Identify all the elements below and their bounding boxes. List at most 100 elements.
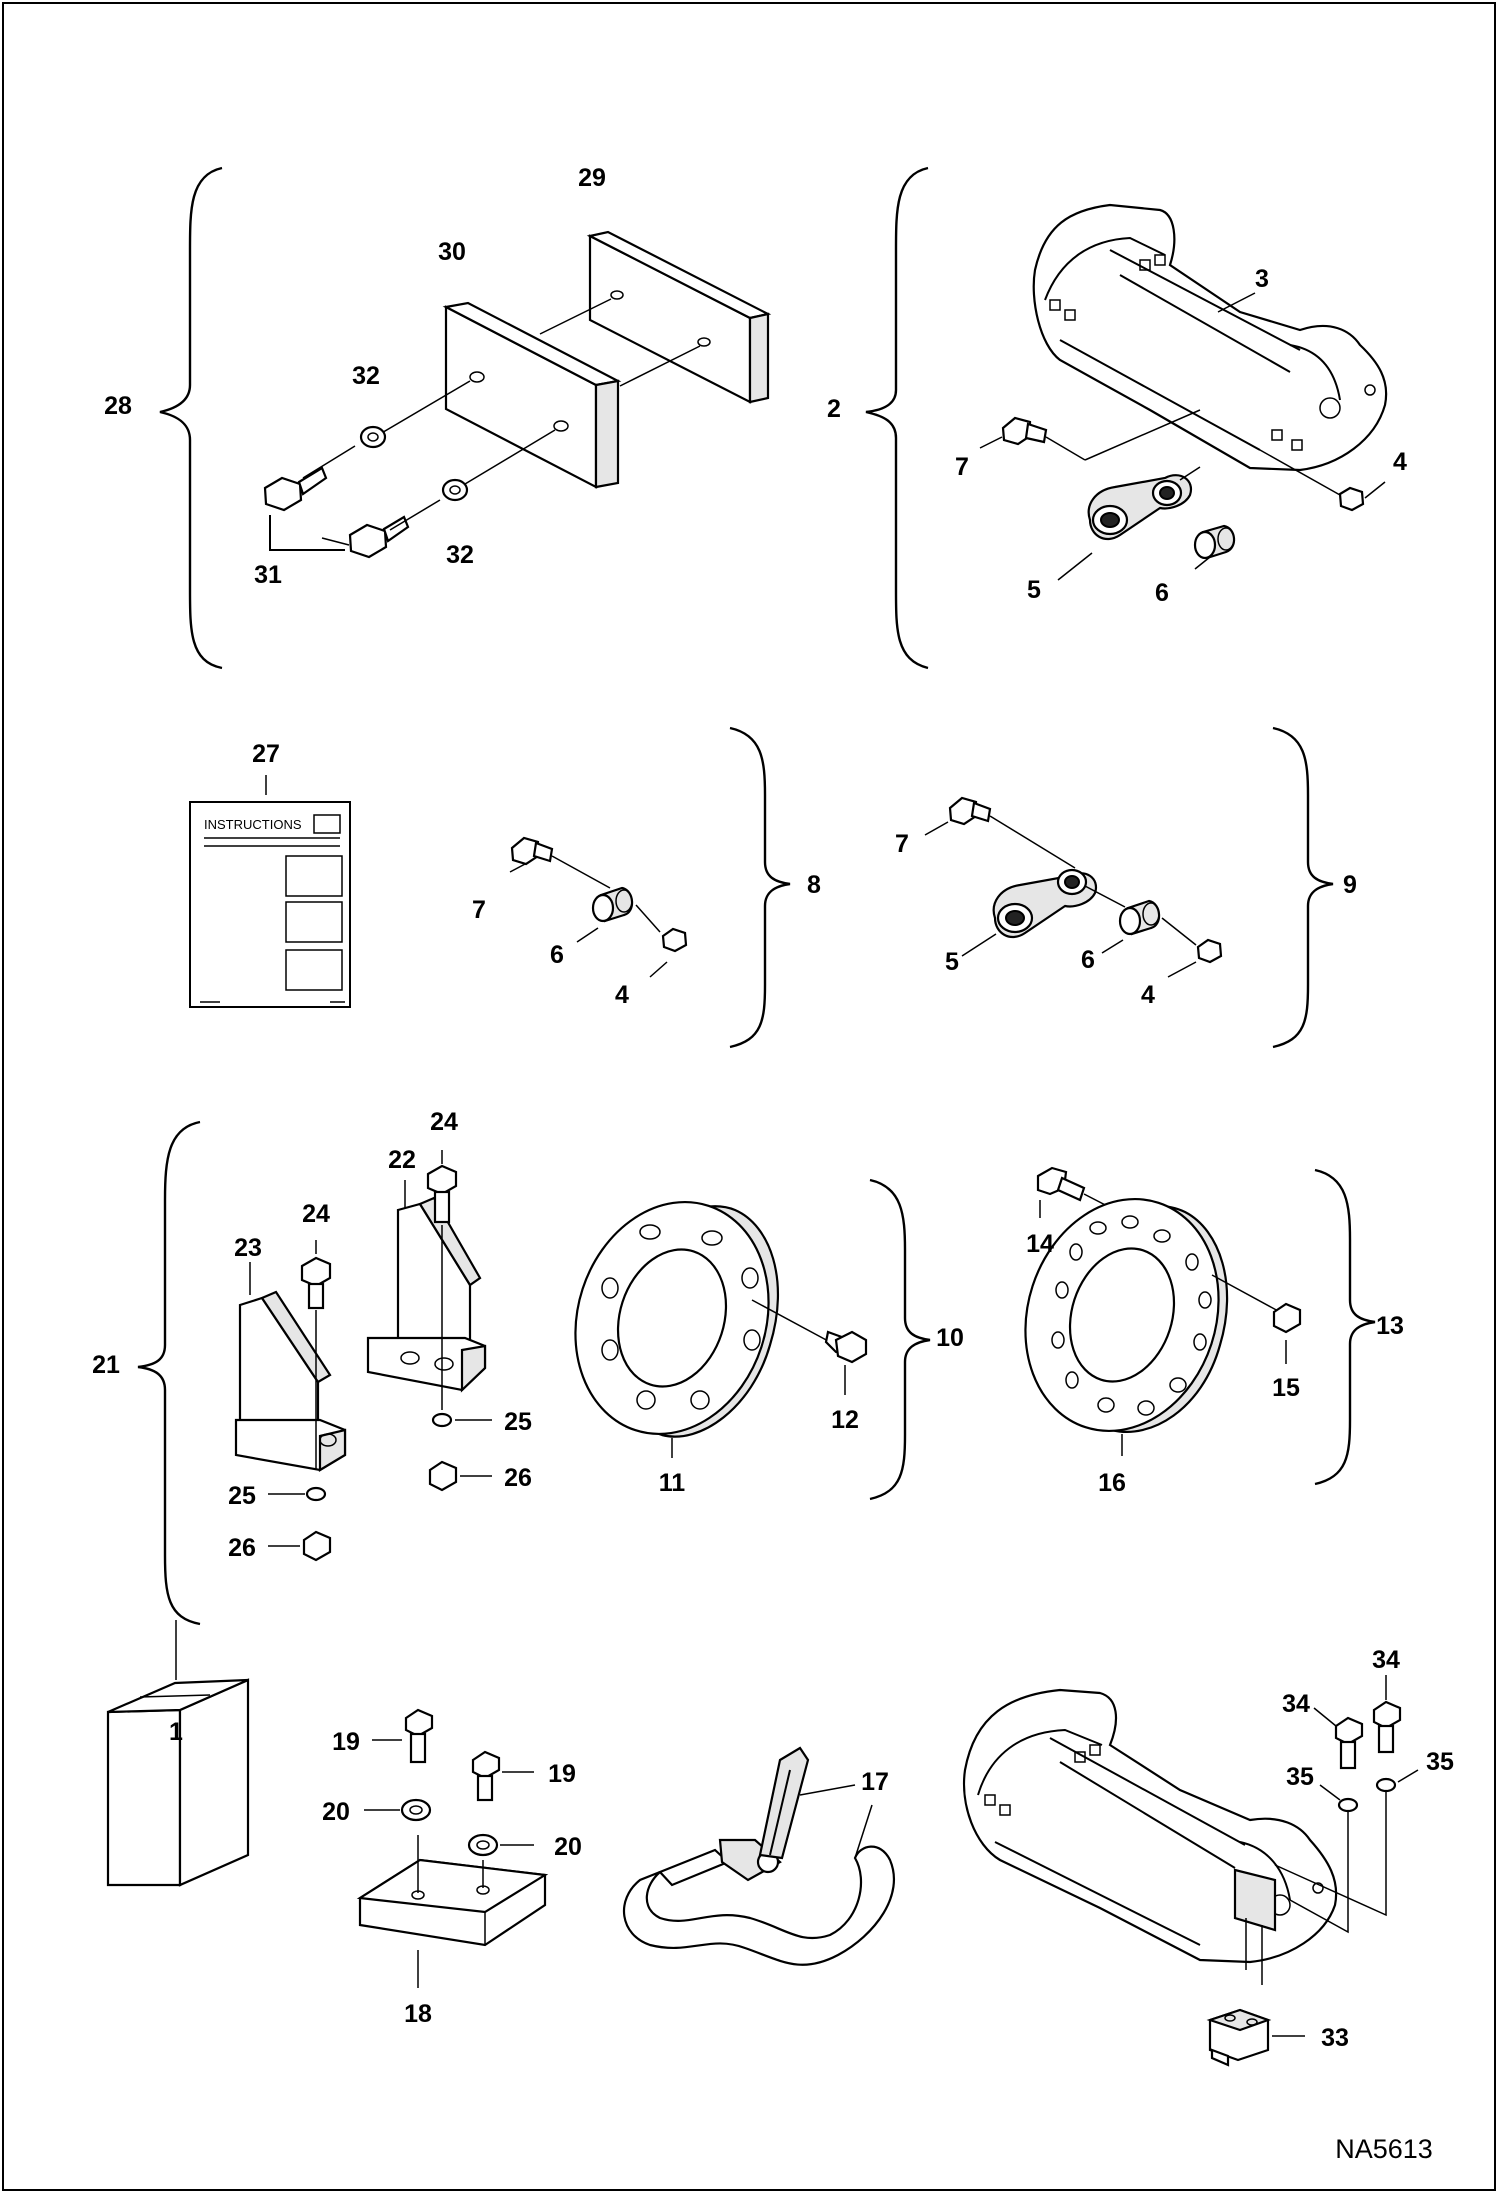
mount-frame-3 [1032,203,1388,472]
callout-3: 3 [1255,265,1269,293]
group-8-pin-kit [509,726,791,1049]
callout-26: 26 [504,1464,532,1492]
callout-19: 19 [332,1728,360,1756]
bolt-14 [1036,1166,1086,1202]
callout-4: 4 [615,981,629,1009]
callout-20: 20 [554,1833,582,1861]
bolt-34-right [1372,1700,1402,1754]
brace-group-13 [1314,1168,1376,1486]
brace-group-21 [137,1120,201,1626]
brace-group-8 [729,726,791,1049]
callout-20: 20 [322,1798,350,1826]
callout-14: 14 [1026,1230,1054,1258]
washer-25-left [305,1486,327,1502]
stand-23 [234,1290,347,1472]
group-28-mount-plate-kit [159,166,772,670]
bolt-31-lower [348,499,441,559]
callout-5: 5 [1027,576,1041,604]
callout-34: 34 [1372,1646,1400,1674]
washer-32-upper [359,425,387,449]
plate-33 [1206,2008,1272,2067]
callout-31: 31 [254,561,282,589]
nut-4-mount [1259,449,1365,512]
callout-35: 35 [1286,1763,1314,1791]
box-1 [106,1620,250,1887]
callout-29: 29 [578,164,606,192]
washer-35-left [1337,1797,1359,1813]
group-2-attachment-mount [865,166,1388,670]
ring-11 [574,1200,779,1438]
callout-7: 7 [472,896,486,924]
bolt-7-kit8 [510,836,554,866]
callout-7: 7 [895,830,909,858]
nut-26-left [302,1530,332,1562]
callout-17: 17 [861,1768,889,1796]
diagram-code: NA5613 [1335,2134,1433,2164]
brace-group-2 [865,166,929,670]
callout-35: 35 [1426,1748,1454,1776]
callout-16: 16 [1098,1469,1126,1497]
group-13-ring-kit [1024,1166,1376,1486]
manual-label: INSTRUCTIONS [204,817,302,832]
brace-group-28 [159,166,223,670]
callout-6: 6 [1081,946,1095,974]
stand-22 [366,1196,487,1393]
callout-21: 21 [92,1351,120,1379]
callout-19: 19 [548,1760,576,1788]
callout-18: 18 [404,2000,432,2028]
manual-27: INSTRUCTIONS [189,775,351,1008]
callout-5: 5 [945,948,959,976]
strap-17 [622,1746,896,1966]
callout-labels: 34 34 35 35 33 29 30 32 32 31 28 3 2 7 4… [92,164,1454,2164]
callout-1: 1 [169,1718,183,1746]
washer-35-right [1375,1777,1397,1793]
bolt-24-right [426,1164,458,1410]
callout-13: 13 [1376,1312,1404,1340]
bolt-24-left [300,1256,332,1470]
callout-4: 4 [1393,448,1407,476]
bolt-7-mount [1001,409,1201,461]
callout-12: 12 [831,1406,859,1434]
spacer-6-kit8 [591,886,634,923]
spacer-6-kit9 [1118,899,1161,936]
callout-25: 25 [504,1408,532,1436]
callout-15: 15 [1272,1374,1300,1402]
callout-32: 32 [446,541,474,569]
nut-15 [1272,1302,1302,1334]
callout-26: 26 [228,1534,256,1562]
callout-25: 25 [228,1482,256,1510]
nut-4-kit9 [1196,938,1223,964]
callout-30: 30 [438,238,466,266]
bolt-31-upper [263,445,356,512]
callout-34: 34 [1282,1690,1310,1718]
link-5-mount [1087,466,1201,541]
group-10-ring-kit [574,1178,931,1501]
bolt-7-kit9 [948,796,992,826]
callout-10: 10 [936,1324,964,1352]
nut-4-kit8 [661,927,688,953]
brace-group-10 [869,1178,931,1501]
link-5-kit9 [992,868,1098,939]
bolt-19-left [404,1708,434,1764]
callout-6: 6 [550,941,564,969]
frame-assembly-33 [963,1675,1419,2067]
callout-24: 24 [302,1200,330,1228]
callout-4: 4 [1141,981,1155,1009]
bolt-19-right [471,1750,501,1802]
washer-25-right [431,1412,453,1428]
callout-27: 27 [252,740,280,768]
plate-29 [586,230,772,404]
bolt-12 [824,1330,868,1364]
callout-23: 23 [234,1234,262,1262]
callout-9: 9 [1343,871,1357,899]
callout-11: 11 [659,1469,686,1497]
callout-33: 33 [1321,2024,1349,2052]
callout-24: 24 [430,1108,458,1136]
callout-22: 22 [388,1146,416,1174]
nut-26-right [428,1460,458,1492]
plate-18-kit [356,1708,549,1988]
callout-7: 7 [955,453,969,481]
